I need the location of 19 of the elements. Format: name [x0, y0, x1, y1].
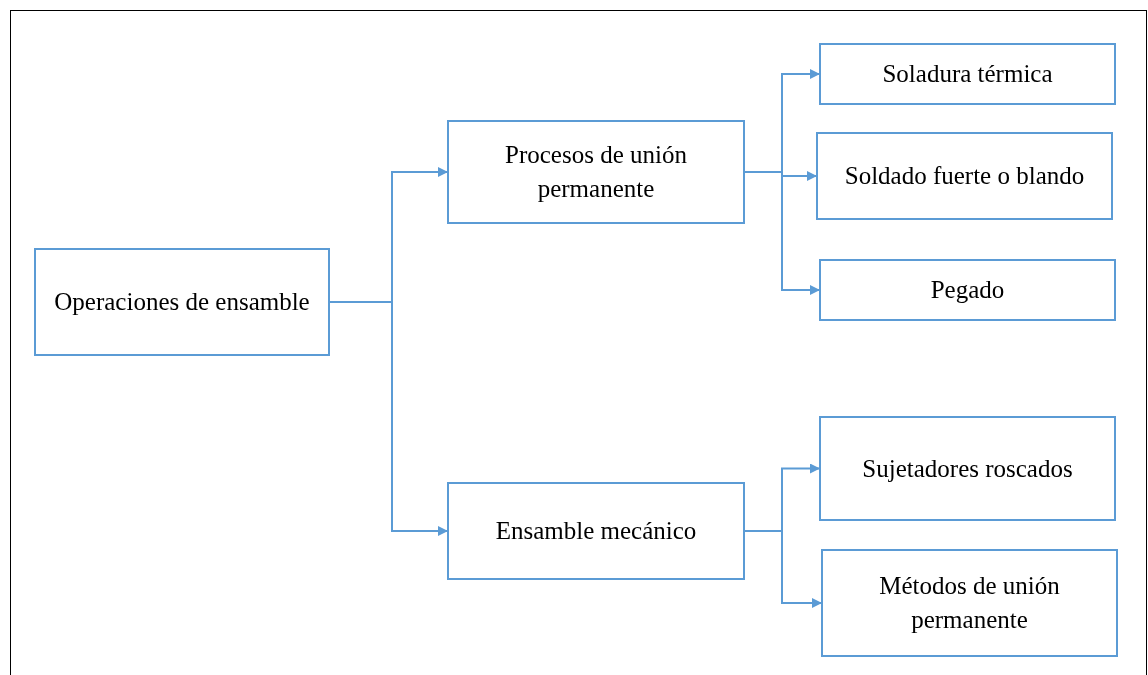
connector-arrow [744, 171, 820, 295]
process-box [34, 248, 330, 356]
process-box [819, 416, 1116, 521]
process-box [816, 132, 1113, 220]
connector-arrow [329, 301, 448, 536]
connector-arrow [744, 530, 822, 608]
node-label: Soladura térmica [882, 59, 1053, 90]
node-label: Sujetadores roscados [862, 453, 1073, 484]
process-box [821, 549, 1118, 657]
node-label: Soldado fuerte o blando [844, 161, 1085, 192]
node-label: Pegado [930, 275, 1005, 306]
node-label: Operaciones de ensamble [54, 287, 310, 318]
node-label: Procesos de unión permanente [504, 140, 688, 204]
process-box [447, 482, 745, 580]
process-box [819, 43, 1116, 105]
process-box [819, 259, 1116, 321]
node-label: Métodos de unión permanente [878, 571, 1061, 635]
process-box [447, 120, 745, 224]
node-label: Ensamble mecánico [495, 516, 697, 547]
